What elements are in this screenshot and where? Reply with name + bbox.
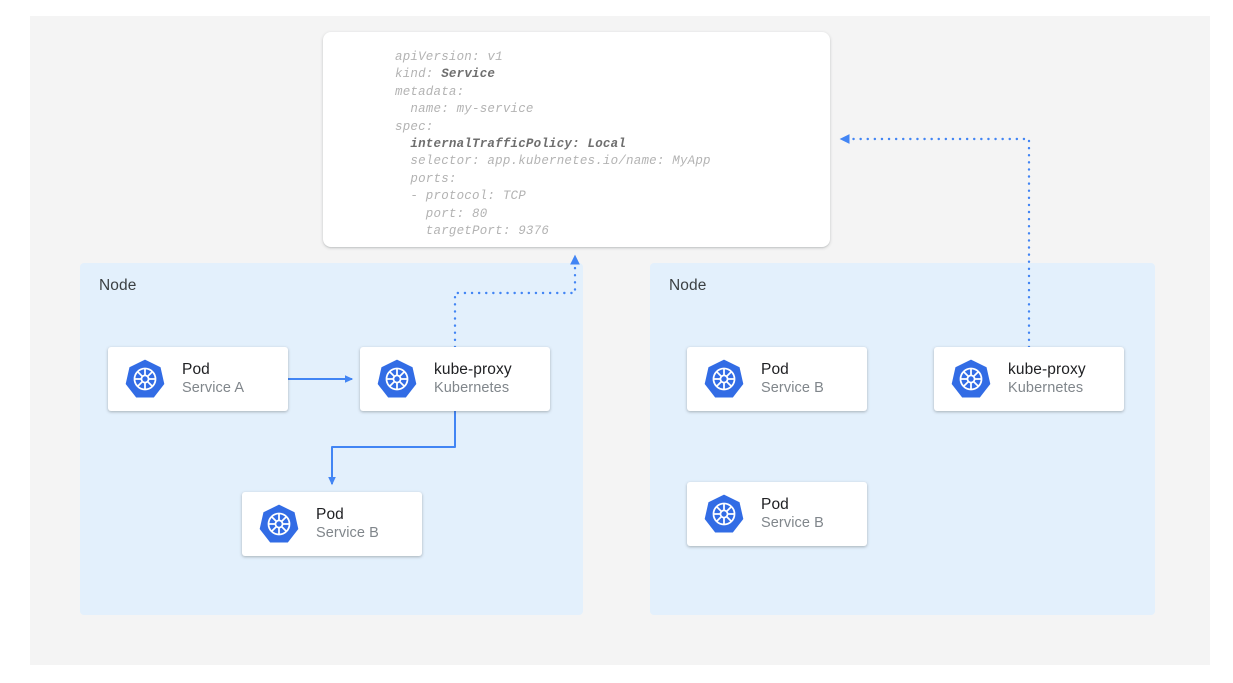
service-yaml-code: apiVersion: v1 kind: Service metadata: n… (395, 50, 711, 239)
card-text: Pod Service A (182, 360, 244, 398)
card-text: Pod Service B (316, 505, 379, 543)
node-label-left: Node (99, 277, 137, 294)
card-subtitle: Service B (761, 515, 824, 531)
card-title: kube-proxy (1008, 361, 1086, 378)
kubernetes-icon (125, 359, 165, 398)
card-subtitle: Service B (316, 525, 379, 541)
node-label-right: Node (669, 277, 707, 294)
card-text: kube-proxy Kubernetes (434, 360, 512, 398)
card-text: kube-proxy Kubernetes (1008, 360, 1086, 398)
card-pod-service-b-right-top[interactable]: Pod Service B (687, 347, 867, 411)
card-text: Pod Service B (761, 360, 824, 398)
card-kube-proxy-right[interactable]: kube-proxy Kubernetes (934, 347, 1124, 411)
kubernetes-icon (259, 504, 299, 543)
node-container-right: Node (650, 263, 1155, 615)
node-container-left: Node (80, 263, 583, 615)
service-spec-card: apiVersion: v1 kind: Service metadata: n… (323, 32, 830, 247)
card-text: Pod Service B (761, 495, 824, 533)
card-pod-service-a[interactable]: Pod Service A (108, 347, 288, 411)
card-subtitle: Service A (182, 380, 245, 396)
card-title: Pod (182, 361, 210, 378)
kubernetes-icon (704, 359, 744, 398)
card-title: Pod (316, 506, 344, 523)
card-subtitle: Service B (761, 380, 824, 396)
card-title: Pod (761, 496, 789, 513)
card-title: kube-proxy (434, 361, 512, 378)
kubernetes-icon (377, 359, 417, 398)
card-subtitle: Kubernetes (1008, 380, 1084, 396)
card-kube-proxy-left[interactable]: kube-proxy Kubernetes (360, 347, 550, 411)
kubernetes-icon (951, 359, 991, 398)
kubernetes-icon (704, 494, 744, 533)
card-title: Pod (761, 361, 789, 378)
card-pod-service-b-left[interactable]: Pod Service B (242, 492, 422, 556)
card-subtitle: Kubernetes (434, 380, 510, 396)
card-pod-service-b-right-bottom[interactable]: Pod Service B (687, 482, 867, 546)
